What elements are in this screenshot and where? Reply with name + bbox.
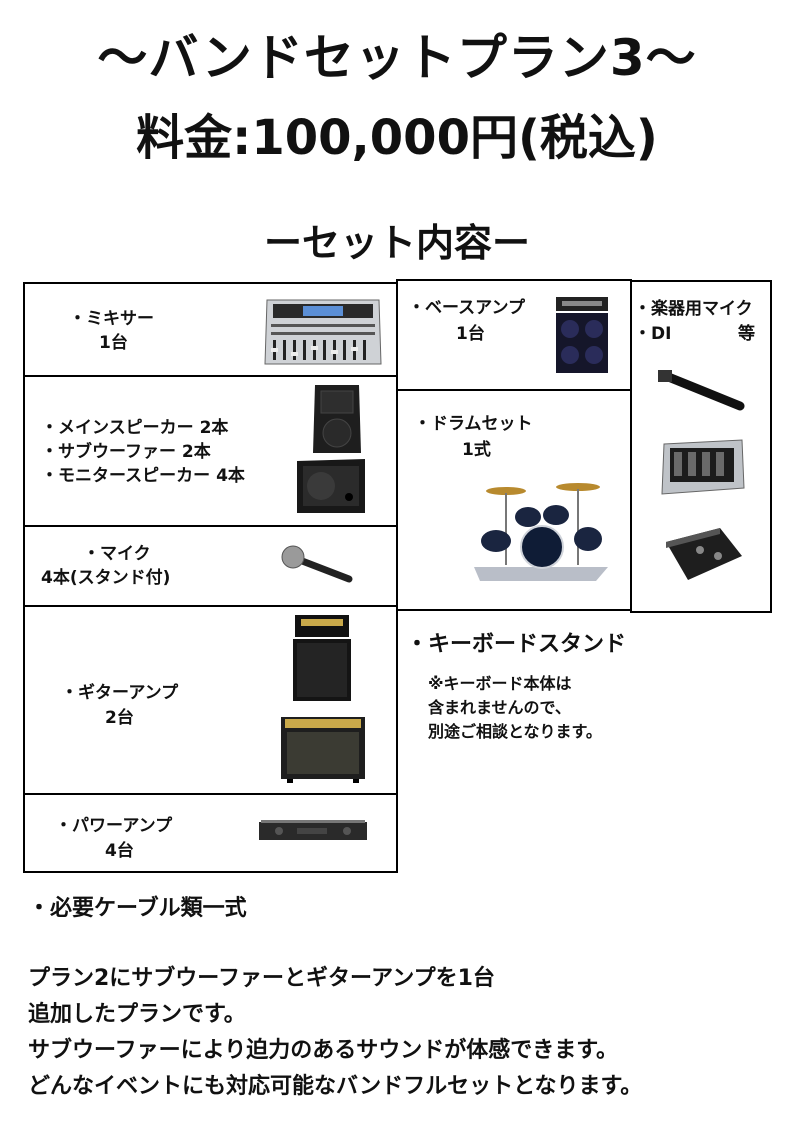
di-box-icon (666, 528, 742, 580)
mixer-icon (264, 299, 382, 365)
subwoofer-icon (297, 459, 365, 513)
bass-amp-box: ・ベースアンプ 1台 (396, 279, 632, 391)
description-line-4: どんなイベントにも対応可能なバンドフルセットとなります。 (28, 1074, 643, 1099)
guitar-amp-box: ・ギターアンプ 2台 (23, 605, 398, 795)
guitar-combo-amp-icon (281, 717, 365, 783)
plan-title: 〜バンドセットプラン3〜 (97, 29, 697, 87)
guitar-amp-qty: 2台 (105, 708, 134, 728)
keyboard-note-line-1: ※キーボード本体は (428, 674, 572, 693)
mixer-box: ・ミキサー 1台 (23, 282, 398, 377)
subwoofer-label: ・サブウーファー 2本 (41, 442, 211, 462)
mic-box: ・マイク 4本(スタンド付) (23, 525, 398, 607)
keyboard-note-line-2: 含まれませんので、 (428, 698, 571, 717)
guitar-amp-stack-icon (293, 615, 351, 701)
keyboard-note-line-3: 別途ご相談となります。 (428, 722, 602, 741)
set-contents-heading: ーセット内容ー (263, 221, 530, 265)
price: 料金:100,000円(税込) (136, 110, 658, 166)
di-label: ・DI (634, 324, 672, 344)
mixer-qty: 1台 (99, 333, 128, 353)
drums-box: ・ドラムセット 1式 (396, 389, 632, 611)
instrument-mic-label: ・楽器用マイク (634, 299, 753, 319)
mic-name: ・マイク (83, 544, 151, 564)
power-amp-icon (259, 820, 367, 840)
keyboard-stand-label: ・キーボードスタンド (406, 632, 627, 657)
description-line-2: 追加したプランです。 (28, 1002, 246, 1027)
speaker-icon (313, 385, 361, 453)
bass-amp-qty: 1台 (456, 324, 485, 344)
bass-amp-icon (556, 297, 608, 373)
bass-amp-name: ・ベースアンプ (408, 298, 525, 318)
power-amp-qty: 4台 (105, 841, 134, 861)
power-amp-name: ・パワーアンプ (55, 816, 173, 836)
mic-icon (281, 545, 353, 583)
main-speaker-label: ・メインスピーカー 2本 (41, 418, 229, 438)
mic-kit-case-icon (661, 439, 745, 495)
drum-set-icon (474, 483, 608, 581)
description-line-3: サブウーファーにより迫力のあるサウンドが体感できます。 (28, 1038, 619, 1063)
power-amp-box: ・パワーアンプ 4台 (23, 793, 398, 873)
instrument-mic-icon (658, 370, 745, 411)
monitor-speaker-label: ・モニタースピーカー 4本 (41, 466, 245, 486)
mic-qty: 4本(スタンド付) (41, 568, 171, 588)
instrument-mic-box: ・楽器用マイク ・DI 等 (630, 280, 772, 613)
cables-label: ・必要ケーブル類一式 (28, 896, 247, 921)
etc-label: 等 (738, 324, 755, 344)
speakers-box: ・メインスピーカー 2本 ・サブウーファー 2本 ・モニタースピーカー 4本 (23, 375, 398, 527)
drums-name: ・ドラムセット (414, 414, 533, 434)
description-line-1: プラン2にサブウーファーとギターアンプを1台 (28, 966, 495, 991)
drums-qty: 1式 (462, 440, 491, 460)
mixer-name: ・ミキサー (69, 309, 154, 329)
guitar-amp-name: ・ギターアンプ (61, 683, 179, 703)
